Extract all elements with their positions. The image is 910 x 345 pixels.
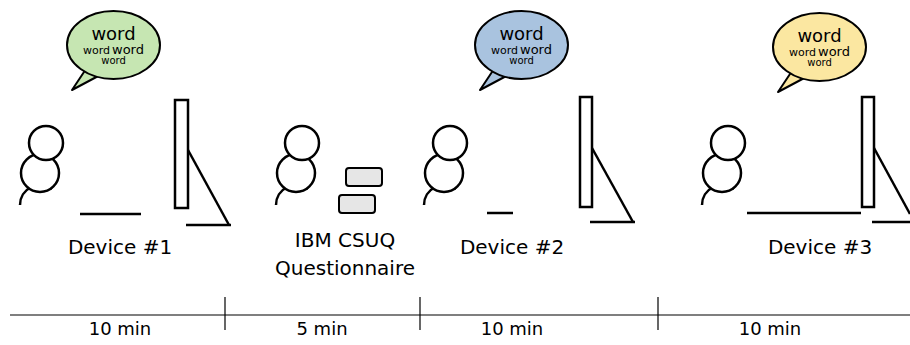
form-sheet bbox=[346, 168, 382, 186]
spoken-word: word bbox=[797, 27, 841, 45]
person-icon bbox=[702, 126, 745, 205]
spoken-word: word bbox=[499, 25, 543, 43]
person-icon bbox=[20, 126, 63, 205]
word-row: word bbox=[101, 56, 126, 66]
desk bbox=[80, 213, 141, 216]
spoken-word: word bbox=[807, 58, 832, 68]
duration-label: 10 min bbox=[720, 318, 820, 340]
duration-label: 5 min bbox=[272, 318, 372, 340]
speech-bubble: wordwordwordword bbox=[474, 10, 569, 80]
station-label: Device #3 bbox=[740, 233, 900, 261]
word-cloud: wordwordwordword bbox=[772, 12, 867, 82]
spoken-word: word bbox=[91, 25, 135, 43]
word-row: word bbox=[499, 25, 543, 43]
spoken-word: word bbox=[101, 56, 126, 66]
station-label: IBM CSUQ Questionnaire bbox=[260, 226, 430, 282]
desk bbox=[747, 212, 861, 215]
spoken-word: word bbox=[520, 43, 552, 56]
word-cloud: wordwordwordword bbox=[474, 10, 569, 80]
monitor bbox=[862, 97, 910, 222]
word-row: word bbox=[509, 56, 534, 66]
spoken-word: word bbox=[789, 47, 816, 58]
duration-label: 10 min bbox=[70, 318, 170, 340]
person-icon bbox=[424, 126, 467, 205]
spoken-word: word bbox=[509, 56, 534, 66]
word-row: wordword bbox=[491, 43, 552, 56]
person-icon bbox=[276, 126, 319, 205]
spoken-word: word bbox=[818, 45, 850, 58]
word-row: word bbox=[91, 25, 135, 43]
monitor bbox=[580, 97, 635, 222]
duration-label: 10 min bbox=[462, 318, 562, 340]
word-row: wordword bbox=[789, 45, 850, 58]
desk bbox=[487, 212, 513, 215]
spoken-word: word bbox=[491, 45, 518, 56]
form-sheet bbox=[339, 195, 375, 213]
station-label: Device #2 bbox=[432, 233, 592, 261]
spoken-word: word bbox=[112, 43, 144, 56]
word-row: word bbox=[807, 58, 832, 68]
speech-bubble: wordwordwordword bbox=[772, 12, 867, 82]
monitor bbox=[175, 100, 231, 225]
word-cloud: wordwordwordword bbox=[66, 10, 161, 80]
word-row: wordword bbox=[83, 43, 144, 56]
spoken-word: word bbox=[83, 45, 110, 56]
word-row: word bbox=[797, 27, 841, 45]
speech-bubble: wordwordwordword bbox=[66, 10, 161, 80]
station-label: Device #1 bbox=[40, 233, 200, 261]
